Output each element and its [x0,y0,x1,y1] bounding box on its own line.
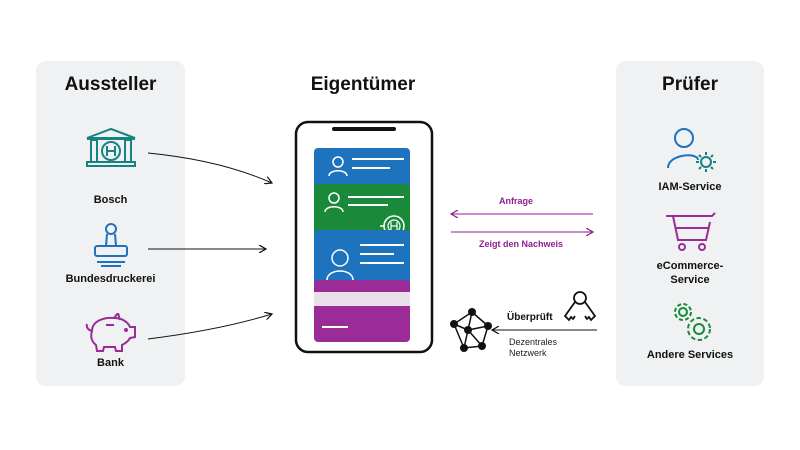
piggy-bank-icon [85,313,136,352]
network-label-line1: Dezentrales [509,337,558,347]
verify-label: Überprüft [507,312,553,323]
owner-heading: Eigentümer [310,74,416,95]
issuer-to-owner-arrows [147,152,272,340]
smartphone-wallet-icon [294,120,434,354]
bank-building-icon [86,127,136,167]
arrow-bosch [147,152,272,183]
user-gear-icon [667,128,716,172]
gears-icon [674,303,711,341]
issuer-bank-label: Bank [97,357,124,369]
network-label-line2: Netzwerk [509,348,547,358]
stamp-icon [94,223,128,267]
credential-card-4 [314,280,410,342]
iam-service-label: IAM-Service [658,181,722,193]
verifier-heading: Prüfer [662,74,718,95]
proof-label: Zeigt den Nachweis [478,239,564,249]
ecommerce-label-line2: Service [670,274,710,286]
keys-icon [563,291,597,322]
verifier-panel [616,61,764,386]
ecommerce-label-line1: eCommerce- [656,260,724,272]
decentralized-network-icon [450,308,492,352]
request-label: Anfrage [498,196,533,206]
issuer-heading: Aussteller [64,74,157,95]
credential-card-2 [314,184,410,240]
arrow-bank [147,314,272,340]
other-services-label: Andere Services [646,349,734,361]
issuer-bundesdruckerei-label: Bundesdruckerei [65,273,156,285]
shopping-cart-icon [666,212,716,251]
issuer-bosch-label: Bosch [93,194,128,206]
credential-card-3 [314,230,410,290]
